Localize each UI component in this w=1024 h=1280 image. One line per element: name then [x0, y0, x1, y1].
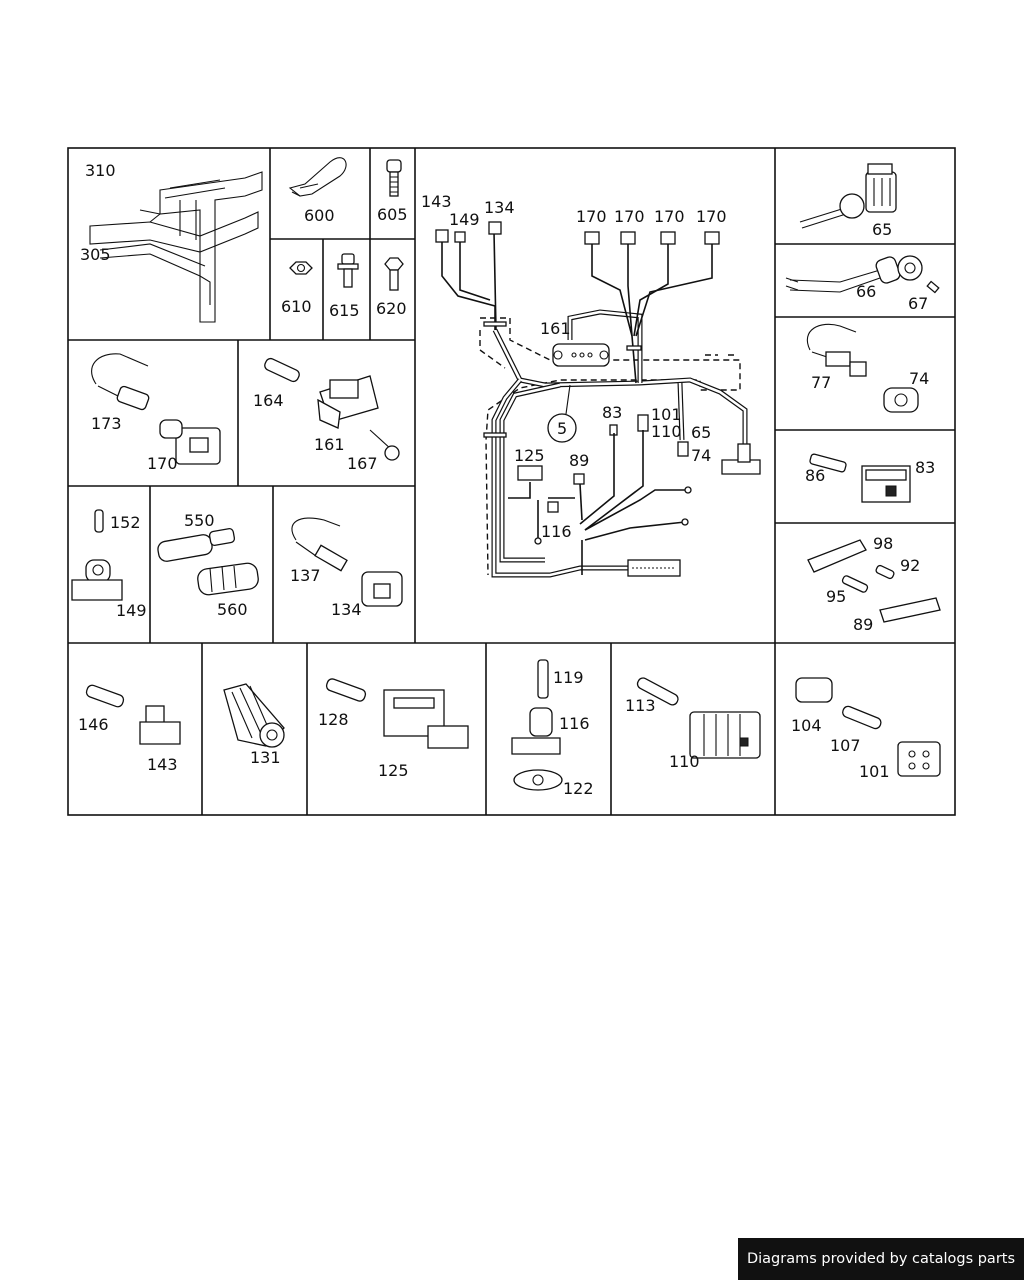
label-161: 161	[540, 319, 571, 338]
label-137: 137	[290, 566, 321, 585]
panel-bolt-615: 615	[329, 253, 360, 320]
label-149-left: 149	[116, 601, 147, 620]
label-66: 66	[856, 282, 876, 301]
panel-bolt-620: 620	[376, 257, 407, 318]
label-146: 146	[78, 715, 109, 734]
label-119: 119	[553, 668, 584, 687]
panel-137-134: 137 134	[290, 517, 403, 619]
panel-65: 65	[799, 163, 897, 239]
panel-cable-tie: 600	[288, 157, 347, 225]
label-110: 110	[651, 422, 682, 441]
panel-164-161-167: 164 161 167	[253, 357, 400, 473]
panel-77-74: 77 74	[806, 323, 929, 413]
panel-grid	[67, 147, 956, 816]
label-125: 125	[514, 446, 545, 465]
label-167: 167	[347, 454, 378, 473]
label-5: 5	[557, 419, 567, 438]
label-107: 107	[830, 736, 861, 755]
panel-66-67: 66 67	[785, 255, 940, 313]
label-89: 89	[569, 451, 589, 470]
label-116: 116	[541, 522, 572, 541]
label-170d: 170	[696, 207, 727, 226]
label-134: 134	[484, 198, 515, 217]
label-104: 104	[791, 716, 822, 735]
label-67: 67	[908, 294, 928, 313]
label-77: 77	[811, 373, 831, 392]
label-92: 92	[900, 556, 920, 575]
label-143-left: 143	[147, 755, 178, 774]
label-113: 113	[625, 696, 656, 715]
label-128: 128	[318, 710, 349, 729]
label-122: 122	[563, 779, 594, 798]
label-170-left: 170	[147, 454, 178, 473]
label-161-left: 161	[314, 435, 345, 454]
label-101: 101	[651, 405, 682, 424]
label-620: 620	[376, 299, 407, 318]
label-560: 560	[217, 600, 248, 619]
label-125-left: 125	[378, 761, 409, 780]
label-74: 74	[691, 446, 711, 465]
label-131: 131	[250, 748, 281, 767]
panel-104-107-101: 104 107 101	[791, 677, 941, 781]
panel-550-560: 550 560	[157, 511, 259, 619]
label-164: 164	[253, 391, 284, 410]
label-605: 605	[377, 205, 408, 224]
label-152: 152	[110, 513, 141, 532]
label-170b: 170	[614, 207, 645, 226]
panel-131: 131	[223, 683, 285, 767]
label-550: 550	[184, 511, 215, 530]
label-98: 98	[873, 534, 893, 553]
label-65-right: 65	[872, 220, 892, 239]
label-600: 600	[304, 206, 335, 225]
panel-173-170: 173 170	[91, 353, 221, 473]
label-89-right: 89	[853, 615, 873, 634]
label-615: 615	[329, 301, 360, 320]
label-86: 86	[805, 466, 825, 485]
label-310: 310	[85, 161, 116, 180]
label-170a: 170	[576, 207, 607, 226]
panel-nut-610: 610	[281, 261, 313, 316]
label-149: 149	[449, 210, 480, 229]
panel-main-harness: 143 149 134 170 170 170 170 161 5 83 101…	[421, 192, 761, 578]
panel-86-83: 86 83	[805, 453, 935, 503]
label-610: 610	[281, 297, 312, 316]
panel-98-92-95-89: 98 92 95 89	[807, 534, 941, 634]
label-74-right: 74	[909, 369, 929, 388]
panel-bolt-605: 605	[377, 159, 408, 224]
panel-146-143: 146 143	[78, 684, 181, 774]
label-110-bottom: 110	[669, 752, 700, 771]
panel-113-110: 113 110	[625, 677, 761, 771]
label-83-right: 83	[915, 458, 935, 477]
panel-152-149: 152 149	[71, 509, 147, 620]
panel-119-116-122: 119 116 122	[511, 659, 594, 798]
label-83: 83	[602, 403, 622, 422]
credit-banner: Diagrams provided by catalogs parts	[738, 1238, 1024, 1280]
label-116-bottom: 116	[559, 714, 590, 733]
label-65: 65	[691, 423, 711, 442]
panel-128-125: 128 125	[318, 678, 469, 780]
label-143: 143	[421, 192, 452, 211]
panel-harness-frame: 310 305	[80, 161, 263, 323]
label-170c: 170	[654, 207, 685, 226]
label-101-bottom: 101	[859, 762, 890, 781]
label-173: 173	[91, 414, 122, 433]
label-305: 305	[80, 245, 111, 264]
label-95: 95	[826, 587, 846, 606]
label-134-left: 134	[331, 600, 362, 619]
